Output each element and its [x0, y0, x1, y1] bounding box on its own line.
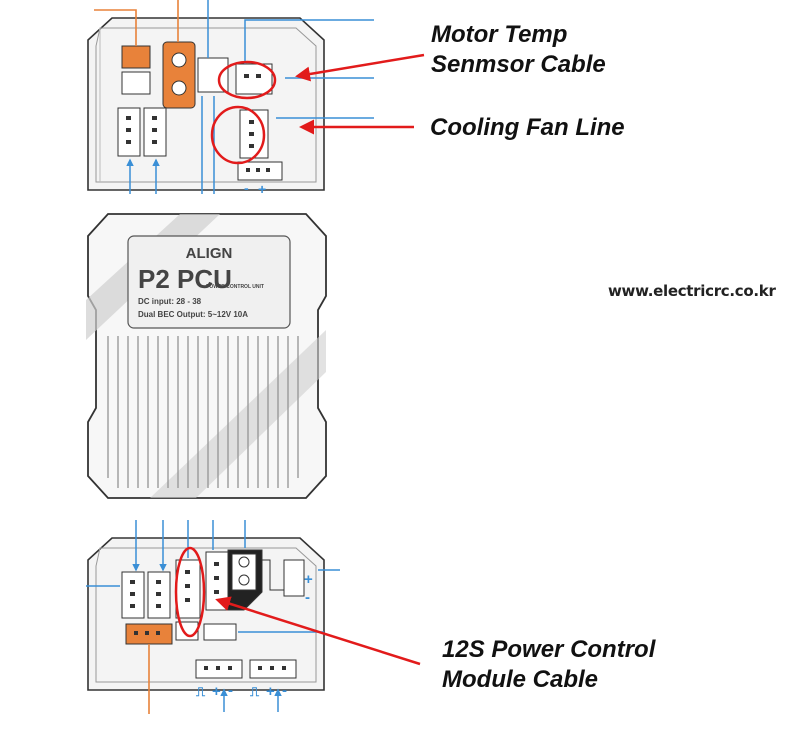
pcu-cover-view: ALIGN P2 PCU POWER CONTROL UNIT DC input…	[86, 213, 327, 499]
motor-temp-callout: Motor Temp Senmsor Cable	[431, 20, 606, 80]
motor-temp-highlight	[217, 60, 277, 100]
power-module-arrow	[215, 596, 421, 666]
cooling-fan-callout: Cooling Fan Line	[430, 113, 625, 143]
power-module-line-1: 12S Power Control	[442, 636, 656, 663]
brand-label: ALIGN	[186, 245, 233, 262]
bottom-minus-label: -	[305, 589, 310, 606]
top-plus-label: +	[258, 181, 266, 197]
orange-signal-connector	[121, 45, 151, 69]
cooling-fins	[107, 336, 299, 488]
motor-temp-line-2: Senmsor Cable	[431, 51, 606, 78]
pwm-plus-1: +	[212, 683, 221, 700]
motor-temp-arrow	[295, 53, 425, 82]
spec-line-1: DC input: 28 - 38	[138, 297, 202, 306]
pwm-label-2: ⎍	[250, 684, 260, 699]
pwm-minus-2: -	[282, 682, 287, 699]
xt-power-connector	[162, 41, 196, 109]
cooling-fan-highlight	[210, 105, 266, 165]
power-module-highlight	[174, 546, 206, 638]
power-module-line-2: Module Cable	[442, 666, 599, 693]
callout-arrows	[215, 53, 425, 666]
pwm-minus-1: -	[228, 682, 233, 699]
top-connector-view: + -	[87, 0, 374, 197]
top-minus-label: -	[244, 180, 249, 196]
spec-line-2: Dual BEC Output: 5~12V 10A	[138, 310, 248, 319]
watermark-url: www.electricrc.co.kr	[608, 282, 776, 300]
pwm-label-1: ⎍	[196, 684, 206, 699]
motor-temp-line-1: Motor Temp	[431, 21, 568, 48]
bottom-connector-view: + - ⎍ + - ⎍ + -	[86, 520, 340, 714]
bottom-plus-label: +	[304, 571, 313, 588]
cooling-fan-line: Cooling Fan Line	[430, 114, 625, 141]
power-module-callout: 12S Power Control Module Cable	[442, 635, 655, 695]
model-label: P2 PCU	[138, 264, 232, 294]
unit-subtitle: POWER CONTROL UNIT	[206, 284, 264, 290]
pwm-plus-2: +	[266, 683, 275, 700]
